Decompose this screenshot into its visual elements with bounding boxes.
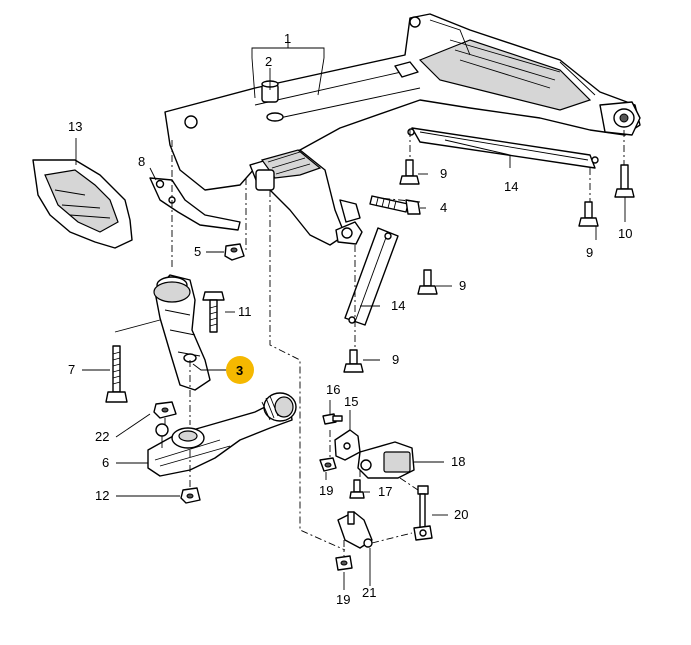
callout-14-b: 14 <box>391 298 405 313</box>
callout-3: 3 <box>236 363 243 378</box>
callout-16: 16 <box>326 382 340 397</box>
callout-19-b: 19 <box>336 592 350 607</box>
link-rod-part-20 <box>413 485 433 541</box>
callout-8: 8 <box>138 154 145 169</box>
callout-4: 4 <box>440 200 447 215</box>
bushing-part-2 <box>261 80 284 122</box>
nut-part-5 <box>224 243 245 261</box>
callout-17: 17 <box>378 484 392 499</box>
bolt-part-9-a <box>399 159 420 185</box>
callout-20: 20 <box>454 507 468 522</box>
callout-1: 1 <box>284 31 291 46</box>
callout-labels: 1 2 13 8 5 11 7 3 22 6 12 9 4 14 9 10 9 … <box>68 31 632 607</box>
washer-part-19-b <box>335 555 353 571</box>
callout-14-a: 14 <box>504 179 518 194</box>
heat-shield-part-13 <box>32 159 133 249</box>
bolt-part-11 <box>202 291 225 333</box>
reinforcement-strip-part-14a <box>407 127 599 169</box>
nut-part-22 <box>153 401 177 419</box>
highlight-marker <box>226 356 254 384</box>
leader-lines <box>75 40 626 590</box>
sensor-part-18 <box>357 441 415 479</box>
callout-12: 12 <box>95 488 109 503</box>
callout-9-a: 9 <box>440 166 447 181</box>
bolt-part-9-d <box>343 349 364 373</box>
callout-9-c: 9 <box>459 278 466 293</box>
crossmember <box>164 13 641 246</box>
washer-part-19-a <box>319 457 337 472</box>
callout-10: 10 <box>618 226 632 241</box>
control-arm-part-6 <box>147 392 297 477</box>
bolt-part-4 <box>335 195 421 245</box>
callout-19-a: 19 <box>319 483 333 498</box>
nut-part-12 <box>180 487 201 504</box>
bracket-part-8 <box>149 177 241 231</box>
screw-part-16 <box>322 413 343 425</box>
bolt-part-7 <box>105 345 128 403</box>
reinforcement-strip-part-14b <box>344 227 399 326</box>
bolt-part-9-c <box>417 269 438 295</box>
assembly-lines <box>164 84 625 556</box>
callout-9-b: 9 <box>586 245 593 260</box>
bolt-part-10 <box>614 164 635 198</box>
callout-7: 7 <box>68 362 75 377</box>
bracket-part-15 <box>334 429 361 461</box>
callout-21: 21 <box>362 585 376 600</box>
callout-15: 15 <box>344 394 358 409</box>
callout-9-d: 9 <box>392 352 399 367</box>
callout-6: 6 <box>102 455 109 470</box>
callout-18: 18 <box>451 454 465 469</box>
bolt-part-9-b <box>578 201 599 227</box>
engine-mount-bracket-part-3 <box>153 274 211 391</box>
callout-11: 11 <box>238 304 252 319</box>
bracket-part-21 <box>337 511 373 549</box>
screw-part-17 <box>349 479 365 499</box>
callout-22: 22 <box>95 429 109 444</box>
callout-2: 2 <box>265 54 272 69</box>
callout-5: 5 <box>194 244 201 259</box>
callout-13: 13 <box>68 119 82 134</box>
